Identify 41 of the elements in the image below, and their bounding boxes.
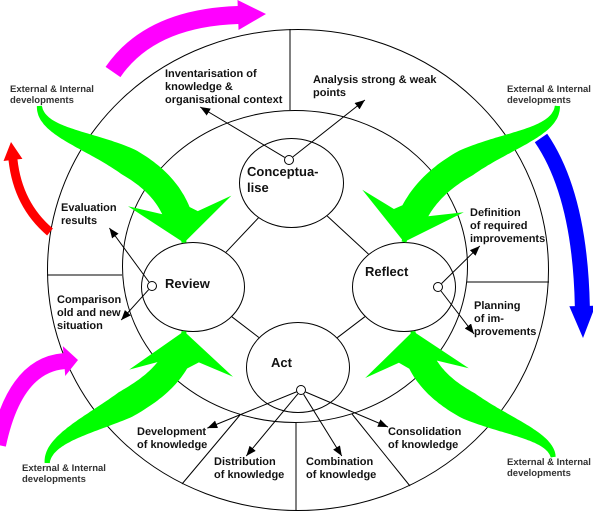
activity-label: Planning of im- provements [474, 300, 536, 339]
arrow [305, 392, 388, 428]
arrow [200, 106, 286, 158]
arrow [206, 391, 297, 429]
phase-label: Reflect [365, 264, 408, 280]
port-circle [296, 385, 306, 395]
influence-label: External & Internal developments [10, 84, 94, 106]
phase-ellipse [141, 242, 245, 332]
influence-label: External & Internal developments [507, 84, 591, 106]
connector-line [231, 316, 260, 338]
activity-label: Consolidation of knowledge [388, 426, 462, 452]
port-circle [147, 281, 157, 291]
arrow [303, 394, 342, 456]
activity-label: Comparison old and new situation [57, 294, 122, 333]
connector-line [226, 217, 259, 253]
influence-label: External & Internal developments [22, 463, 106, 485]
phase-ellipse [352, 242, 456, 332]
activity-label: Analysis strong & weak points [313, 74, 436, 100]
arrow [441, 246, 480, 284]
port-circle [433, 282, 443, 292]
activity-label: Inventarisation of knowledge & organisational context [165, 68, 282, 107]
connector-line [326, 216, 369, 255]
influence-label: External & Internal developments [507, 457, 591, 479]
activity-label: Evaluation results [61, 202, 117, 228]
activity-label: Definition of required improvements [470, 207, 546, 246]
phase-ellipse [239, 138, 344, 228]
connector-line [336, 316, 366, 338]
phase-ellipse [246, 322, 350, 413]
arrow [108, 228, 150, 282]
inner-circle [122, 110, 468, 423]
phase-label: Act [271, 355, 292, 371]
activity-label: Distribution of knowledge [214, 456, 284, 482]
arrow [120, 289, 150, 321]
phase-label: Conceptua- lise [247, 164, 318, 196]
arrow [292, 100, 366, 158]
port-circle [284, 155, 294, 165]
arrow [246, 393, 298, 456]
activity-label: Development of knowledge [137, 426, 208, 452]
phase-label: Review [165, 276, 210, 292]
activity-label: Combination of knowledge [306, 456, 376, 482]
arrow [440, 290, 474, 334]
